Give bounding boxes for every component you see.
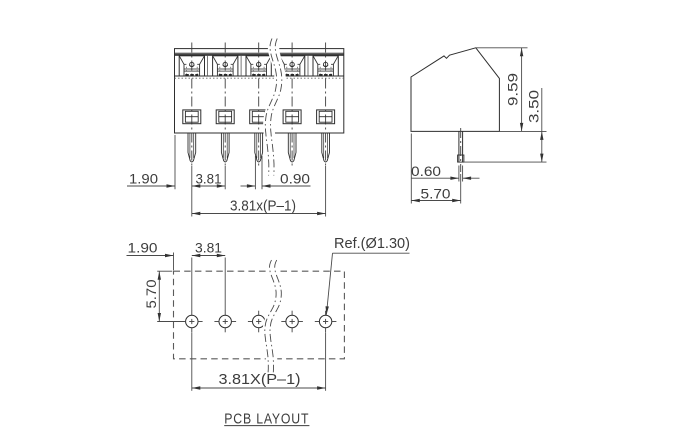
svg-text:PCB LAYOUT: PCB LAYOUT [224,410,309,427]
svg-text:3.81: 3.81 [196,170,222,186]
svg-text:3.81: 3.81 [195,239,222,255]
svg-text:9.59: 9.59 [505,73,521,106]
svg-text:0.60: 0.60 [411,163,441,179]
svg-text:5.70: 5.70 [421,185,451,201]
svg-text:3.81X(P–1): 3.81X(P–1) [219,371,301,388]
svg-text:1.90: 1.90 [128,239,158,255]
svg-text:Ref.(Ø1.30): Ref.(Ø1.30) [334,235,410,252]
svg-text:5.70: 5.70 [143,279,159,308]
svg-text:1.90: 1.90 [129,170,158,186]
svg-text:0.90: 0.90 [280,170,310,186]
svg-text:3.81x(P–1): 3.81x(P–1) [230,198,296,215]
svg-text:3.50: 3.50 [526,90,542,123]
